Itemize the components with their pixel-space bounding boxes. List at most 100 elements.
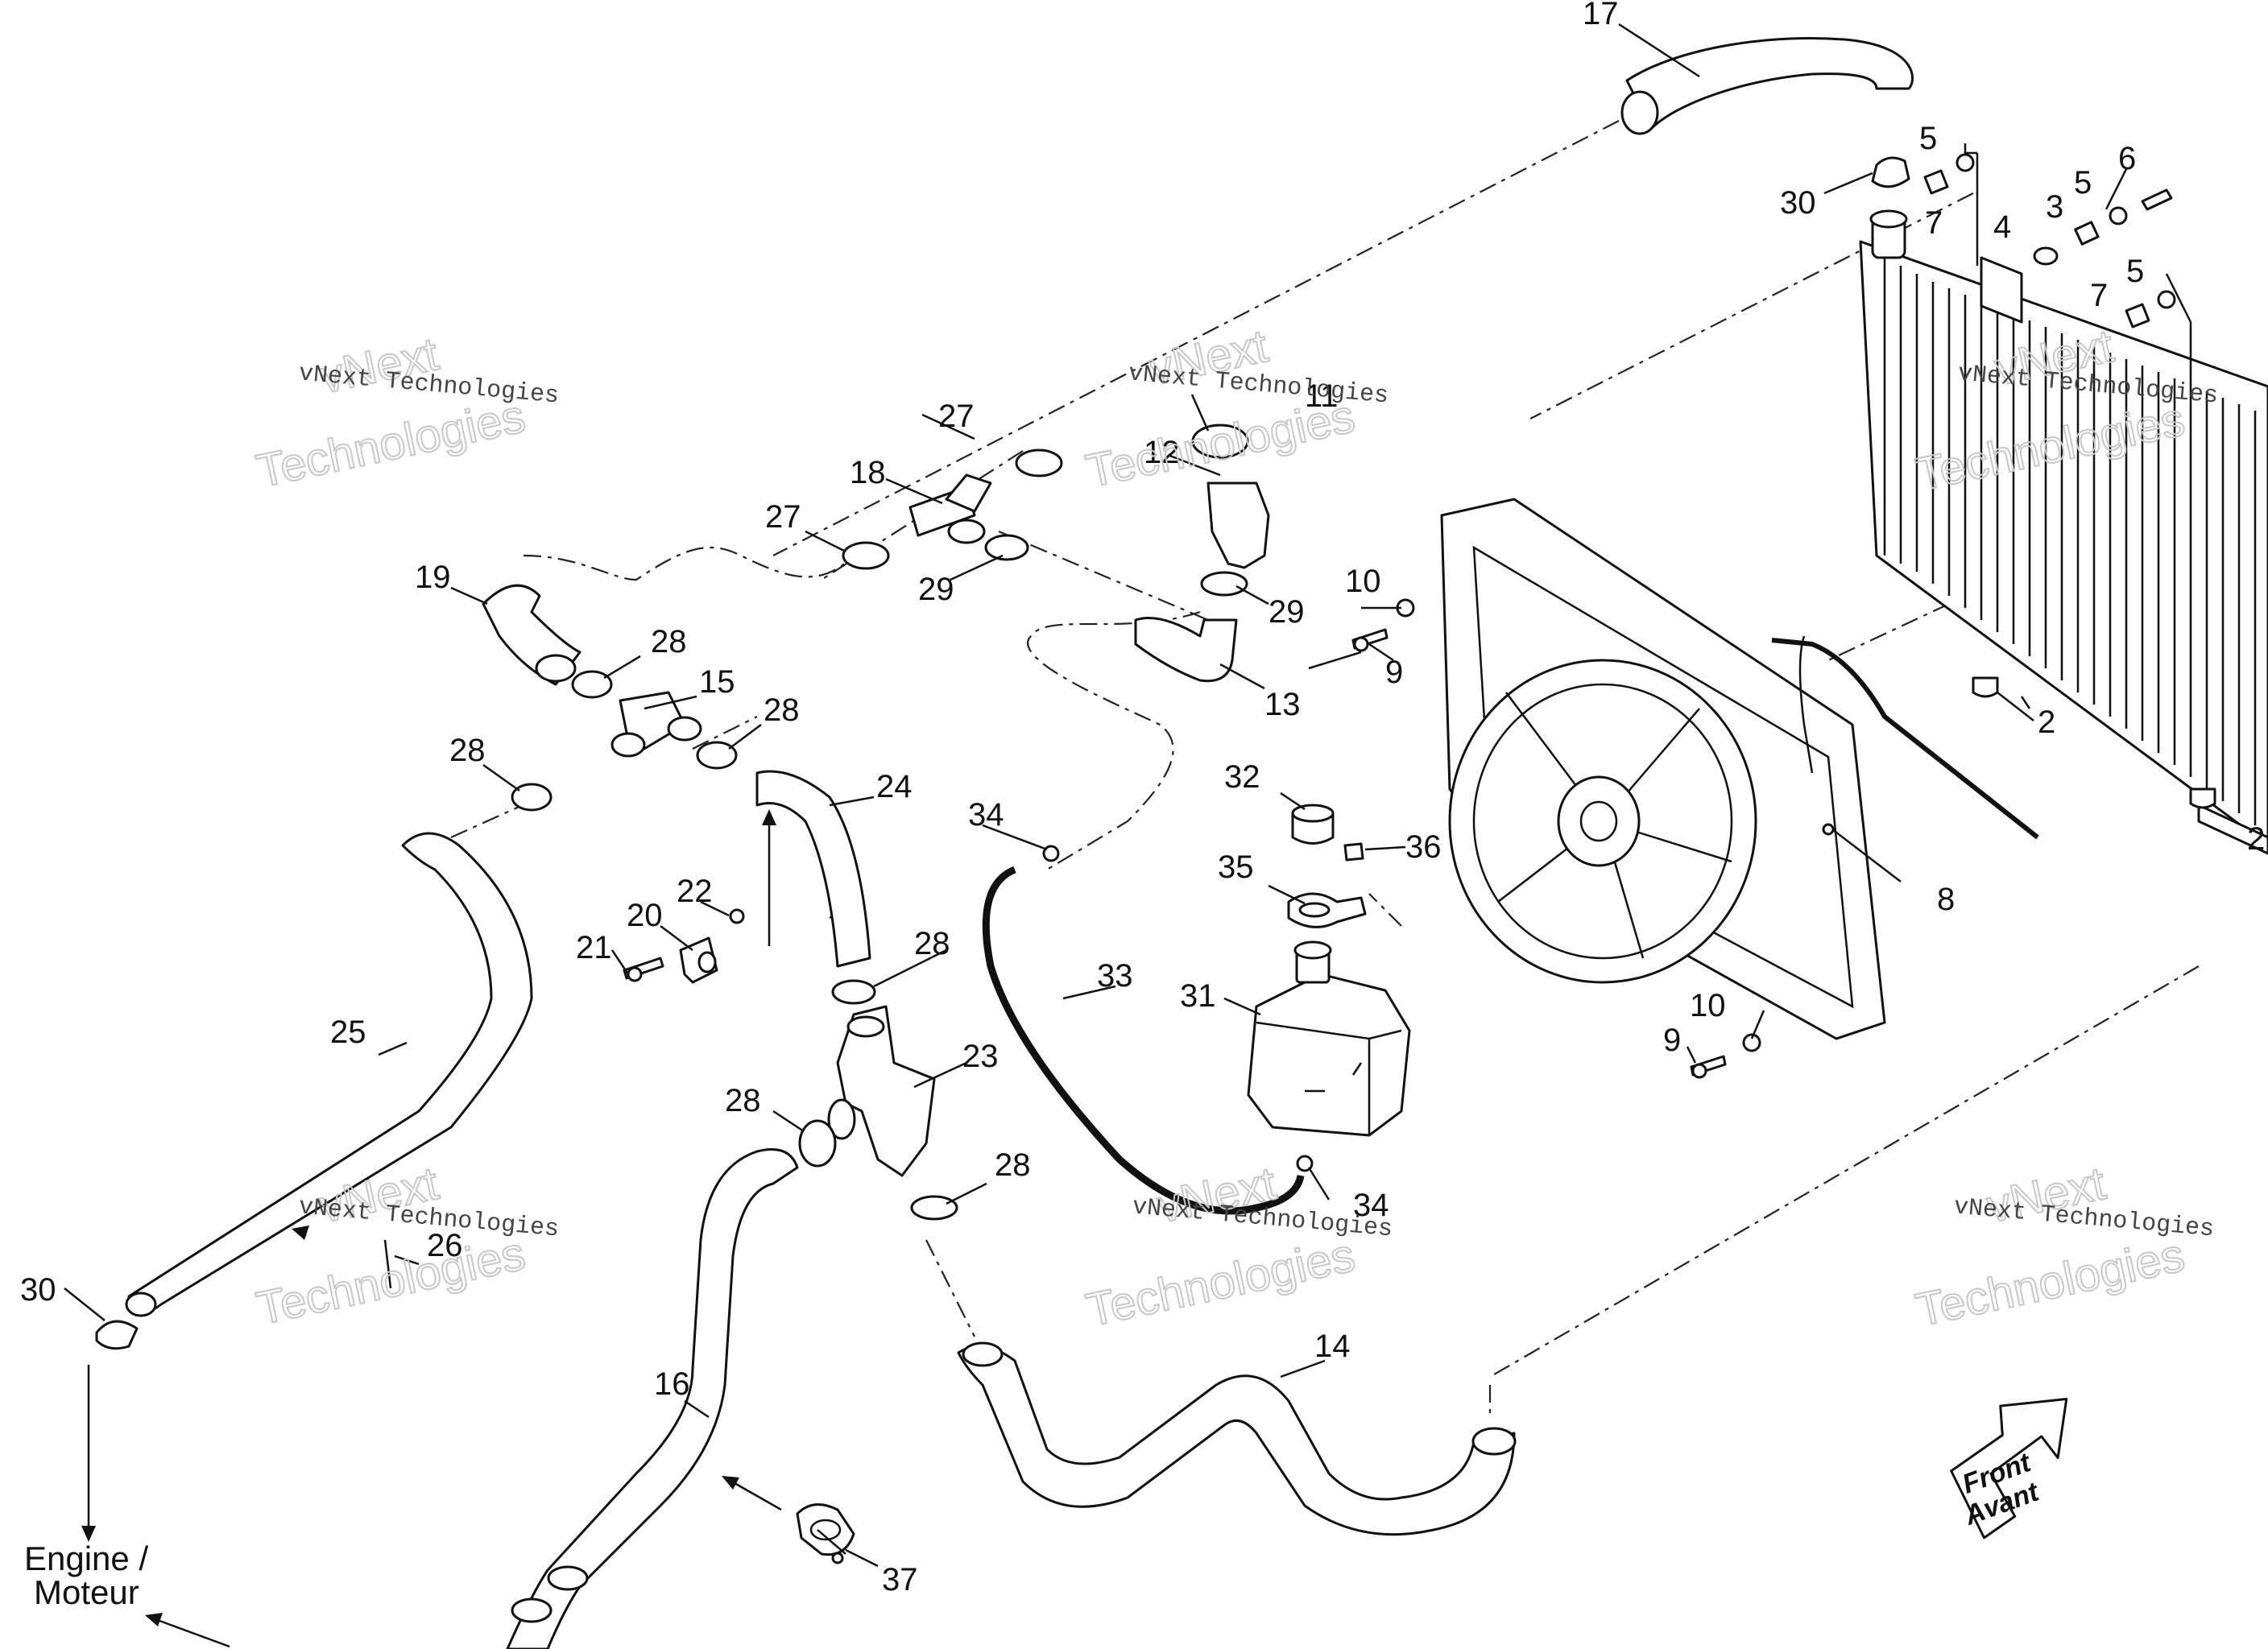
svg-text:Technologies: Technologies <box>1082 1229 1360 1337</box>
callout-35: 35 <box>1218 849 1254 885</box>
watermark-top-center: vNext Technologies vNext Technologies <box>1081 319 1389 498</box>
nut-7 <box>1923 169 1949 195</box>
fitting-23 <box>798 1005 958 1221</box>
callout-11: 11 <box>1305 378 1339 414</box>
front-direction-arrow: Front Avant <box>1950 1398 2068 1539</box>
engine-label-line2: Moteur <box>34 1573 139 1611</box>
watermark-bottom-right: vNext Technologies vNext Technologies <box>1910 1156 2215 1337</box>
callout-19: 19 <box>415 560 451 595</box>
reservoir-31 <box>1247 973 1411 1137</box>
callout-10-b: 10 <box>1690 988 1726 1023</box>
clamp-28d <box>831 979 876 1005</box>
callout-4: 4 <box>1993 209 2011 245</box>
hose-17 <box>1620 36 1914 135</box>
spacer-3 <box>2074 221 2100 246</box>
callout-30-top: 30 <box>1780 185 1816 221</box>
callout-30-bottom: 30 <box>20 1272 56 1308</box>
callout-13: 13 <box>1264 687 1301 722</box>
callout-9-a: 9 <box>1385 655 1403 690</box>
callout-31: 31 <box>1180 978 1216 1014</box>
callout-28-b: 28 <box>764 692 800 728</box>
hose-16 <box>506 1148 799 1649</box>
svg-text:Technologies: Technologies <box>252 390 530 498</box>
clip-37 <box>796 1503 855 1564</box>
washer-5b <box>1956 153 1975 172</box>
clamp-30-top <box>1871 156 1910 188</box>
clamp-27b <box>1015 448 1063 477</box>
callout-21: 21 <box>576 930 612 965</box>
svg-text:Technologies: Technologies <box>1082 390 1360 498</box>
clamp-29b <box>1200 571 1248 597</box>
clamp-27a <box>842 541 890 570</box>
callout-27-b: 27 <box>765 499 801 535</box>
callout-28-e: 28 <box>725 1083 761 1118</box>
flow-arrows <box>81 809 782 1648</box>
callout-7-b: 7 <box>2090 278 2108 313</box>
callout-7-a: 7 <box>1925 205 1943 241</box>
nut-7b <box>2125 303 2150 329</box>
callout-28-c: 28 <box>449 733 486 768</box>
callout-16: 16 <box>654 1366 690 1402</box>
callout-29-b: 29 <box>1269 594 1305 630</box>
callout-32: 32 <box>1224 759 1260 795</box>
radiator <box>1859 209 2268 855</box>
callout-2-a: 2 <box>2038 705 2055 740</box>
tee-18-assembly <box>842 448 1063 570</box>
bushing-4 <box>2033 246 2059 266</box>
callout-22: 22 <box>677 874 713 909</box>
clamp-28b <box>696 741 738 770</box>
clamp-28e <box>798 1119 837 1168</box>
watermark-top-left: vNext Technologies vNext Technologies <box>251 327 560 498</box>
callout-28-d: 28 <box>914 926 950 961</box>
clamp-28f <box>910 1195 958 1221</box>
callout-labels: 17 30 5 7 4 3 5 6 5 7 11 12 27 18 27 29 … <box>20 0 2265 1597</box>
callout-15: 15 <box>699 664 735 700</box>
callout-5-a: 5 <box>1919 121 1937 156</box>
nut-22 <box>729 908 745 924</box>
washer-5c <box>2157 290 2176 309</box>
watermark-bottom-left: vNext Technologies vNext Technologies <box>251 1156 560 1336</box>
tee-15-assembly <box>482 584 738 812</box>
callout-34-b: 34 <box>1353 1188 1389 1223</box>
svg-text:Technologies: Technologies <box>1911 1229 2189 1337</box>
callout-28-a: 28 <box>651 624 687 659</box>
grommet-2 <box>1972 676 1999 698</box>
callout-8: 8 <box>1937 882 1955 917</box>
clamp-28c <box>511 783 553 812</box>
watermarks: vNext Technologies vNext Technologies vN… <box>251 319 2219 1337</box>
callout-37: 37 <box>882 1562 918 1597</box>
hose-13 <box>1134 617 1238 683</box>
svg-text:Technologies: Technologies <box>252 1227 530 1335</box>
housing-12 <box>1206 481 1270 569</box>
callout-6: 6 <box>2118 141 2136 176</box>
clamp-34a <box>1042 845 1060 862</box>
coolant-reservoir <box>1247 804 1411 1137</box>
radiator-hardware <box>1871 153 2216 809</box>
pin-26 <box>383 1239 392 1289</box>
grommet-2b <box>2189 787 2216 809</box>
callout-26: 26 <box>427 1228 463 1263</box>
clamp-34b <box>1296 1155 1314 1172</box>
callout-14: 14 <box>1314 1329 1351 1364</box>
watermark-bottom-center: vNext Technologies vNext Technologies <box>1081 1156 1393 1337</box>
callout-29-a: 29 <box>918 572 954 607</box>
leader-lines <box>64 23 2192 1568</box>
callout-24: 24 <box>876 769 913 804</box>
callout-33: 33 <box>1097 958 1133 994</box>
callout-5-b: 5 <box>2074 165 2092 200</box>
radiator-fins <box>1883 258 2257 825</box>
callout-12: 12 <box>1144 435 1180 470</box>
callout-25: 25 <box>330 1015 366 1050</box>
hose-14 <box>957 1345 1516 1536</box>
callout-23: 23 <box>962 1039 999 1074</box>
callout-20: 20 <box>627 898 663 933</box>
callout-36: 36 <box>1405 829 1442 865</box>
callout-28-f: 28 <box>995 1147 1031 1183</box>
hose-24 <box>755 770 871 968</box>
thermostat-housing <box>1191 424 1270 597</box>
screw-36 <box>1343 842 1364 862</box>
clamp-29a <box>984 534 1029 561</box>
fan-shroud <box>1440 498 1886 1040</box>
callout-17: 17 <box>1583 0 1619 31</box>
